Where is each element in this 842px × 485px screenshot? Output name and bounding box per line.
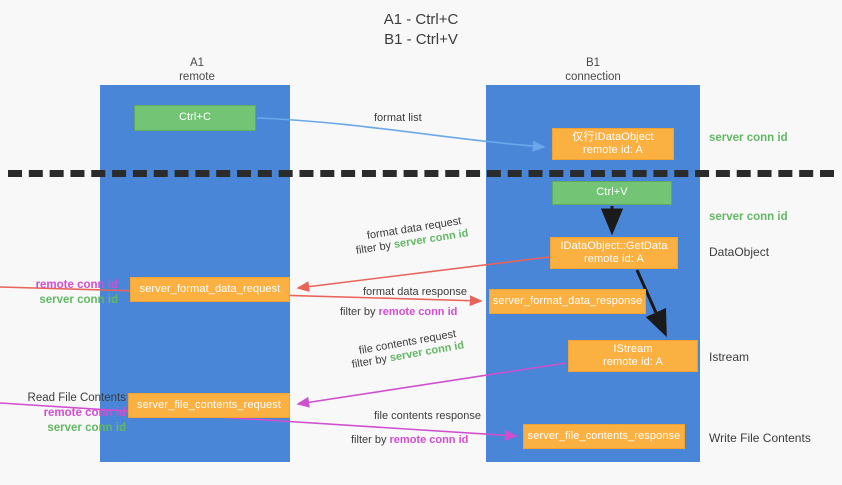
box-ctrl-v-label: Ctrl+V bbox=[596, 186, 628, 199]
label-server-conn-id-a: server conn id bbox=[39, 294, 118, 306]
label-remote-conn-id-a: remote conn id bbox=[35, 279, 118, 291]
box-server-format-data-response[interactable]: server_format_data_response bbox=[489, 289, 646, 314]
box-ctrl-c-label: Ctrl+C bbox=[178, 111, 212, 124]
label-group-format-conn-ids: remote conn id server conn id bbox=[8, 278, 118, 308]
box-idataobject-line2: remote id: A bbox=[583, 144, 643, 156]
connector-format-data-request bbox=[296, 256, 550, 293]
connector-format-list bbox=[256, 117, 546, 152]
caption-file-contents-response: file contents response bbox=[374, 410, 482, 422]
label-istream: Istream bbox=[709, 350, 750, 364]
lane-a1-sub: remote bbox=[179, 71, 215, 83]
box-idataobject-getdata[interactable]: IDataObject::GetData remote id: A bbox=[550, 237, 678, 269]
lane-header-a1: A1 remote bbox=[104, 56, 290, 84]
lane-a1-name: A1 bbox=[189, 57, 205, 69]
box-server-format-data-request[interactable]: server_format_data_request bbox=[130, 277, 290, 302]
label-remote-conn-id-b: remote conn id bbox=[43, 407, 126, 419]
caption-file-contents-response-filter: filter by remote conn id bbox=[351, 433, 468, 447]
box-getdata-line1: IDataObject::GetData bbox=[560, 239, 668, 252]
caption-filter-value-remote-conn-id: remote conn id bbox=[378, 306, 458, 318]
box-idataobject-line1: 仅行IDataObject bbox=[572, 130, 654, 143]
box-ctrl-c[interactable]: Ctrl+C bbox=[134, 105, 256, 131]
box-istream-line1: IStream bbox=[613, 342, 653, 355]
phase-divider bbox=[8, 170, 834, 177]
label-read-file-contents: Read File Contents bbox=[27, 392, 126, 404]
label-write-file-contents: Write File Contents bbox=[709, 431, 811, 445]
caption-format-data-response-filter: filter by remote conn id bbox=[340, 305, 457, 319]
label-server-conn-id-b: server conn id bbox=[47, 422, 126, 434]
caption-filter-prefix-2: filter by bbox=[340, 306, 379, 318]
caption-filter-value-remote-conn-id-2: remote conn id bbox=[389, 434, 469, 446]
box-server-file-contents-response[interactable]: server_file_contents_response bbox=[523, 424, 685, 449]
box-server-format-data-request-label: server_format_data_request bbox=[139, 282, 281, 295]
box-idataobject[interactable]: 仅行IDataObject remote id: A bbox=[552, 128, 674, 160]
title-line-1: A1 - Ctrl+C bbox=[383, 11, 459, 28]
box-server-file-contents-response-label: server_file_contents_response bbox=[527, 429, 681, 442]
label-server-conn-id-top: server conn id bbox=[709, 132, 788, 144]
label-dataobject: DataObject bbox=[709, 245, 770, 259]
caption-format-data-response: format data response bbox=[363, 286, 467, 298]
label-group-file-conn-ids: Read File Contents remote conn id server… bbox=[8, 391, 126, 436]
lane-b1-name: B1 bbox=[585, 57, 601, 69]
title-line-2: B1 - Ctrl+V bbox=[384, 31, 458, 48]
lane-header-b1: B1 connection bbox=[486, 56, 700, 84]
connector-file-contents-response bbox=[0, 402, 518, 441]
connector-file-contents-request bbox=[296, 362, 567, 408]
page-title: A1 - Ctrl+C B1 - Ctrl+V bbox=[0, 10, 842, 50]
box-server-file-contents-request[interactable]: server_file_contents_request bbox=[128, 393, 290, 418]
box-getdata-line2: remote id: A bbox=[584, 253, 644, 265]
caption-format-list: format list bbox=[374, 112, 422, 124]
box-ctrl-v[interactable]: Ctrl+V bbox=[552, 181, 672, 205]
caption-filter-prefix-4: filter by bbox=[351, 434, 390, 446]
box-istream[interactable]: IStream remote id: A bbox=[568, 340, 698, 372]
connector-getdata-to-istream bbox=[635, 269, 667, 338]
lane-b1-sub: connection bbox=[565, 71, 621, 83]
label-server-conn-id-mid: server conn id bbox=[709, 211, 788, 223]
box-istream-line2: remote id: A bbox=[603, 356, 663, 368]
box-server-format-data-response-label: server_format_data_response bbox=[492, 294, 643, 307]
box-server-file-contents-request-label: server_file_contents_request bbox=[136, 398, 282, 411]
